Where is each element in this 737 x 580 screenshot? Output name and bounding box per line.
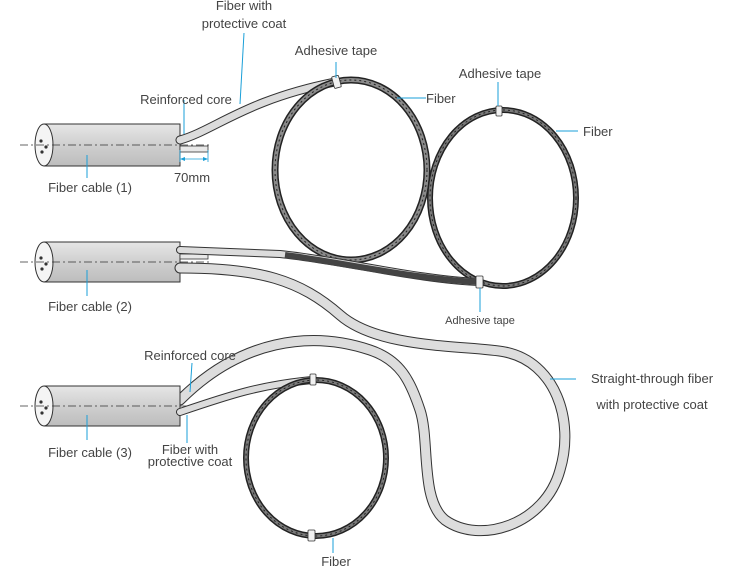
label-length: 70mm <box>174 170 210 185</box>
label-fiber-coat-top-1: Fiber with <box>216 0 272 13</box>
leader-lines <box>86 32 578 553</box>
label-fiber-2: Fiber <box>583 124 613 139</box>
reinforced-core-stub-1 <box>179 145 209 162</box>
fiber-cable-2 <box>20 241 210 283</box>
label-adhesive-tape-1: Adhesive tape <box>295 43 377 58</box>
label-reinforced-core-1: Reinforced core <box>140 92 232 107</box>
fiber-cable-1 <box>20 123 210 167</box>
label-fiber-cable-2: Fiber cable (2) <box>48 299 132 314</box>
label-adhesive-tape-2: Adhesive tape <box>459 66 541 81</box>
label-fiber-coat-top-2: protective coat <box>202 16 287 31</box>
fiber-loop-c <box>243 373 389 542</box>
fiber-cable-3 <box>20 385 210 427</box>
fiber-loop-b <box>427 105 579 289</box>
label-fiber-coat-bottom-1: Fiber with <box>162 442 218 457</box>
label-reinforced-core-2: Reinforced core <box>144 348 236 363</box>
label-fiber-coat-bottom-2: protective coat <box>148 454 233 469</box>
label-straight-through-2: with protective coat <box>595 397 708 412</box>
fiber-loop-a <box>271 74 431 264</box>
label-fiber-cable-1: Fiber cable (1) <box>48 180 132 195</box>
label-fiber-cable-3: Fiber cable (3) <box>48 445 132 460</box>
label-fiber-1: Fiber <box>426 91 456 106</box>
label-fiber-3: Fiber <box>321 554 351 569</box>
straight-through-fiber <box>174 262 571 537</box>
label-straight-through-1: Straight-through fiber <box>591 371 714 386</box>
label-adhesive-tape-3: Adhesive tape <box>445 315 515 327</box>
